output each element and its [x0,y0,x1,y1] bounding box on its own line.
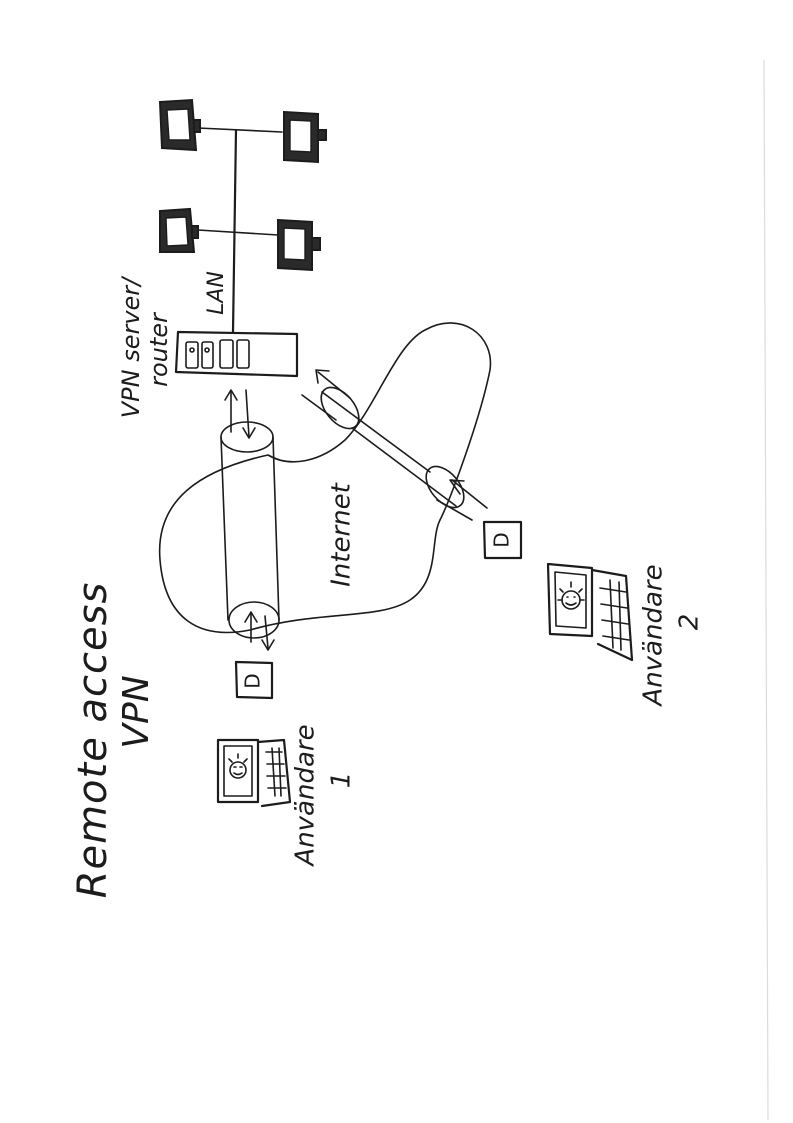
title: Remote access VPN [70,582,157,899]
monitor-icon [283,110,327,164]
internet-label: Internet [327,482,357,587]
tunnel-2-top-arrows [301,369,351,421]
vpn-client-box-2: D [482,520,523,560]
vpn-client-box-1: D [234,660,274,700]
monitor-icon [158,98,201,152]
laptop-icon [216,738,292,808]
user-2-label-line-2: 2 [675,614,705,631]
cloud-icon [158,322,492,634]
vpn-client-label-2: D [490,532,514,547]
user-2-label: Användare 2 [639,564,705,707]
tunnel-1-bottom-arrows [244,611,275,651]
monitor-icon [159,207,199,253]
lan-bus [197,127,283,334]
vpn-client-label-1: D [241,673,265,688]
server-label-line-2: router [145,311,173,387]
server-label: VPN server/ router [117,275,173,418]
user-1-label-line-2: 1 [327,772,357,789]
monitor-icon [277,218,321,272]
paper-edge [763,59,769,1121]
title-line-2: VPN [116,675,157,748]
user-2-label-line-1: Användare [639,564,669,707]
tunnel-2-bottom-arrows [436,479,488,521]
server-label-line-1: VPN server/ [117,275,145,418]
tunnel-icon [220,421,280,639]
title-line-1: Remote access [70,582,116,899]
lan-label: LAN [204,271,229,315]
server-icon [174,330,299,378]
tunnel-icon [320,386,465,509]
laptop-icon [546,562,634,662]
user-1-label-line-1: Användare [291,724,321,867]
user-1-label: Användare 1 [291,724,357,867]
tunnel-1-top-arrows [224,389,256,439]
